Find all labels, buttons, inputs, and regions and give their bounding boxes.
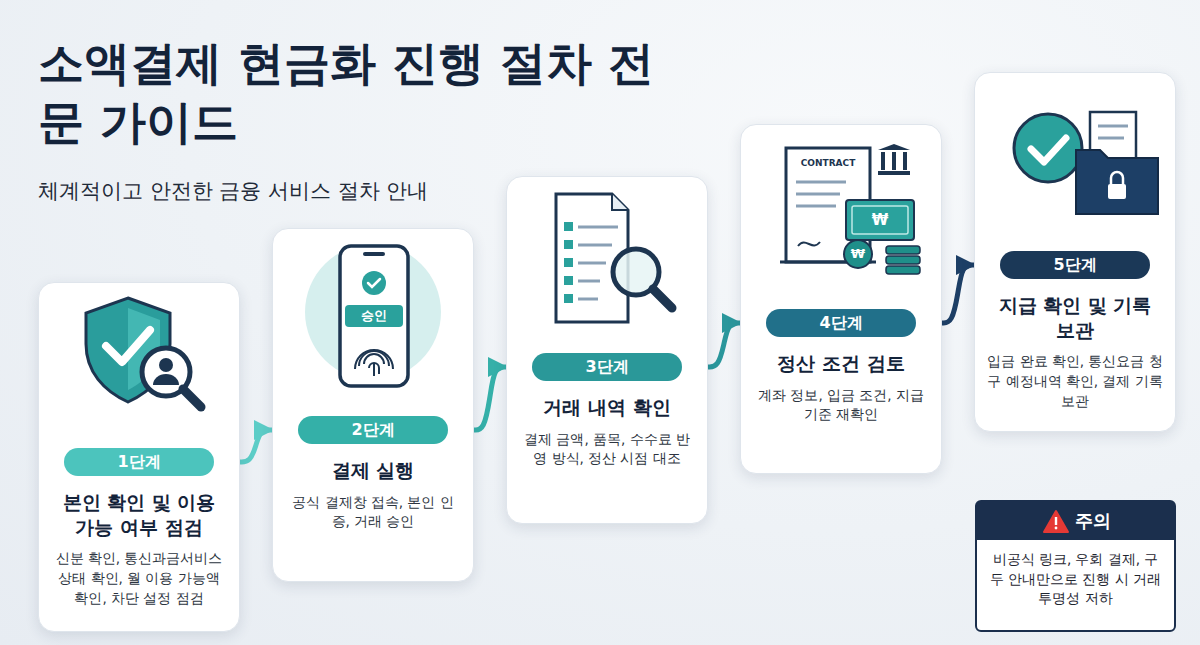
step-description: 결제 금액, 품목, 수수료 반영 방식, 정산 시점 대조 bbox=[519, 430, 695, 469]
archive-icon bbox=[1014, 112, 1158, 214]
step-card: 정산 조건 검토계좌 정보, 입금 조건, 지급 기준 재확인 4단계 bbox=[740, 124, 942, 474]
step-badge: 4단계 bbox=[766, 309, 916, 337]
subtitle: 체계적이고 안전한 금융 서비스 절차 안내 bbox=[38, 176, 678, 206]
caution-text: 비공식 링크, 우회 결제, 구두 안내만으로 진행 시 거래 투명성 저하 bbox=[977, 540, 1174, 617]
step-description: 공식 결제창 접속, 본인 인증, 거래 승인 bbox=[285, 493, 461, 532]
phone-icon bbox=[305, 244, 441, 386]
step-card: 지급 확인 및 기록 보관입금 완료 확인, 통신요금 청구 예정내역 확인, … bbox=[974, 72, 1176, 432]
currency-symbol: ₩ bbox=[865, 209, 895, 231]
flow-arrow bbox=[240, 430, 272, 462]
step-badge: 5단계 bbox=[1000, 251, 1150, 279]
page-title: 소액결제 현금화 진행 절차 전문 가이드 bbox=[38, 34, 658, 152]
step-description: 입금 완료 확인, 통신요금 청구 예정내역 확인, 결제 기록 보관 bbox=[987, 352, 1163, 411]
document-label: CONTRACT bbox=[786, 156, 870, 170]
step-heading: 본인 확인 및 이용 가능 여부 점검 bbox=[51, 490, 227, 539]
step-number: 5단계 bbox=[1000, 251, 1150, 279]
step-heading: 거래 내역 확인 bbox=[519, 395, 695, 420]
step-description: 계좌 정보, 입금 조건, 지급 기준 재확인 bbox=[753, 386, 929, 425]
step-heading: 정산 조건 검토 bbox=[753, 351, 929, 376]
flow-arrow bbox=[708, 323, 740, 367]
document-icon bbox=[556, 194, 672, 322]
button-label: 승인 bbox=[345, 305, 403, 327]
flow-arrow bbox=[942, 265, 974, 323]
step-badge: 2단계 bbox=[298, 416, 448, 444]
contract-icon bbox=[780, 144, 920, 274]
caution-box: 주의비공식 링크, 우회 결제, 구두 안내만으로 진행 시 거래 투명성 저하 bbox=[975, 500, 1176, 632]
step-number: 4단계 bbox=[766, 309, 916, 337]
step-number: 3단계 bbox=[532, 353, 682, 381]
step-heading: 결제 실행 bbox=[285, 458, 461, 483]
step-badge: 3단계 bbox=[532, 353, 682, 381]
step-badge: 1단계 bbox=[64, 448, 214, 476]
caution-heading: 주의 bbox=[977, 502, 1174, 540]
step-description: 신분 확인, 통신과금서비스 상태 확인, 월 이용 가능액 확인, 차단 설정… bbox=[51, 549, 227, 608]
shield-icon bbox=[86, 298, 201, 407]
step-card: 결제 실행공식 결제창 접속, 본인 인증, 거래 승인 2단계 bbox=[272, 228, 474, 582]
step-card: 본인 확인 및 이용 가능 여부 점검신분 확인, 통신과금서비스 상태 확인,… bbox=[38, 282, 240, 632]
step-card: 거래 내역 확인결제 금액, 품목, 수수료 반영 방식, 정산 시점 대조 3단… bbox=[506, 176, 708, 524]
step-number: 2단계 bbox=[298, 416, 448, 444]
step-number: 1단계 bbox=[64, 448, 214, 476]
warning-icon bbox=[1044, 511, 1068, 532]
step-heading: 지급 확인 및 기록 보관 bbox=[987, 293, 1163, 342]
flow-arrow bbox=[474, 367, 506, 430]
currency-symbol: ₩ bbox=[846, 245, 870, 263]
